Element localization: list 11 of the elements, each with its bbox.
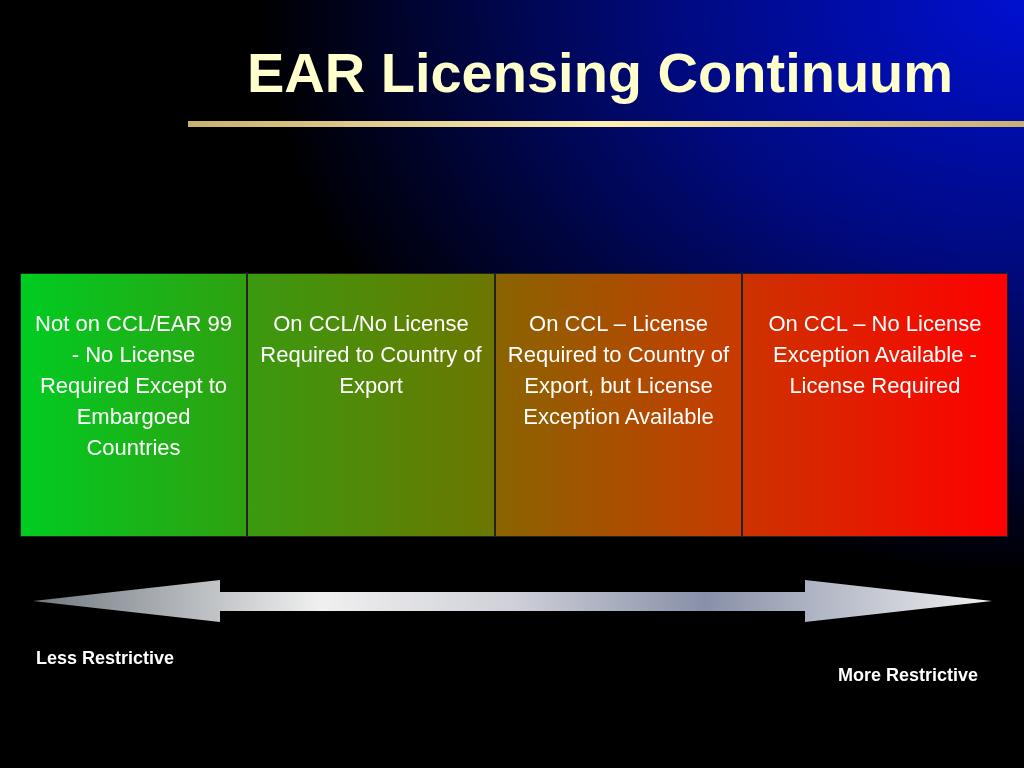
box-text: On CCL – No License Exception Available - License Required — [767, 310, 983, 400]
box-text: Not on CCL/EAR 99 - No License Required Except to Embargoed Countries — [34, 310, 233, 462]
box-text: On CCL – License Required to Country of Export, but License Exception Available — [506, 310, 731, 431]
category-box — [742, 273, 1008, 537]
box-text: On CCL/No License Required to Country of Export — [259, 310, 483, 400]
category-box — [20, 273, 247, 537]
category-box — [495, 273, 742, 537]
title: EAR Licensing Continuum — [245, 40, 955, 105]
scale-label: Less Restrictive — [36, 648, 175, 669]
category-box — [247, 273, 495, 537]
scale-label: More Restrictive — [838, 665, 979, 686]
